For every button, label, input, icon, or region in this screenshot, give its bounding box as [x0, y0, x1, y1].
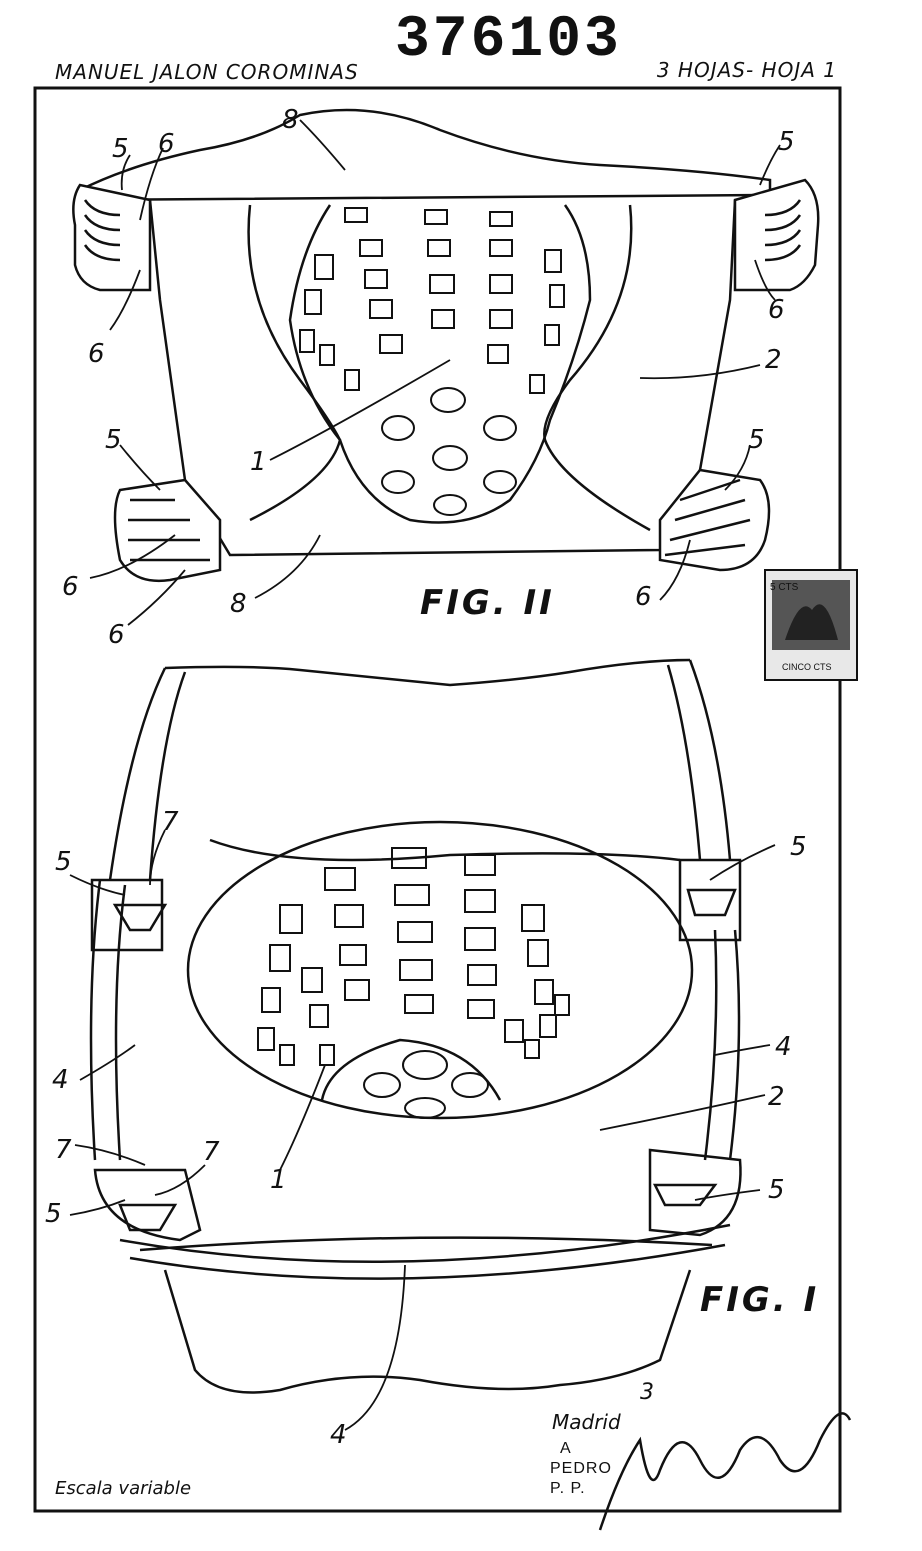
svg-text:6: 6: [88, 339, 105, 369]
scale-note: Escala variable: [55, 1478, 191, 1499]
fig1-label: FIG. I: [700, 1280, 819, 1320]
svg-text:6: 6: [108, 620, 125, 650]
svg-text:6: 6: [768, 295, 785, 325]
stamp-line-2: PEDRO: [550, 1460, 612, 1478]
svg-text:5: 5: [790, 832, 807, 862]
svg-text:5: 5: [45, 1199, 62, 1229]
fig1-leaders: [70, 830, 775, 1430]
svg-text:8: 8: [230, 589, 247, 619]
svg-text:6: 6: [158, 129, 175, 159]
svg-text:CINCO CTS: CINCO CTS: [782, 662, 832, 672]
svg-text:7: 7: [55, 1135, 72, 1165]
svg-text:2: 2: [768, 1082, 785, 1112]
date-partial: 3: [640, 1380, 654, 1405]
svg-text:1: 1: [250, 447, 267, 477]
svg-text:6: 6: [635, 582, 652, 612]
svg-text:7: 7: [162, 807, 179, 837]
fig2-label: FIG. II: [420, 583, 555, 623]
svg-text:5: 5: [105, 425, 122, 455]
svg-text:5: 5: [55, 847, 72, 877]
svg-text:4: 4: [52, 1065, 69, 1095]
svg-text:5: 5: [768, 1175, 785, 1205]
svg-text:5: 5: [748, 425, 765, 455]
fig2-drawing: [73, 110, 818, 581]
fig1-perforations: [258, 848, 569, 1118]
svg-text:5: 5: [778, 127, 795, 157]
fig2-perforations: [300, 208, 564, 515]
svg-text:4: 4: [330, 1420, 347, 1450]
svg-text:7: 7: [203, 1137, 220, 1167]
place-name: Madrid: [552, 1410, 621, 1434]
svg-text:6: 6: [62, 572, 79, 602]
svg-text:5: 5: [112, 134, 129, 164]
revenue-stamp: 5 CTS CINCO CTS: [765, 570, 857, 680]
svg-text:1: 1: [270, 1165, 287, 1195]
fig1-drawing: [91, 660, 741, 1393]
svg-text:8: 8: [282, 105, 299, 135]
stamp-line-1: A: [560, 1440, 572, 1458]
stamp-line-3: P. P.: [550, 1480, 586, 1498]
svg-text:2: 2: [765, 345, 782, 375]
svg-text:4: 4: [775, 1032, 792, 1062]
svg-text:5 CTS: 5 CTS: [770, 582, 799, 593]
